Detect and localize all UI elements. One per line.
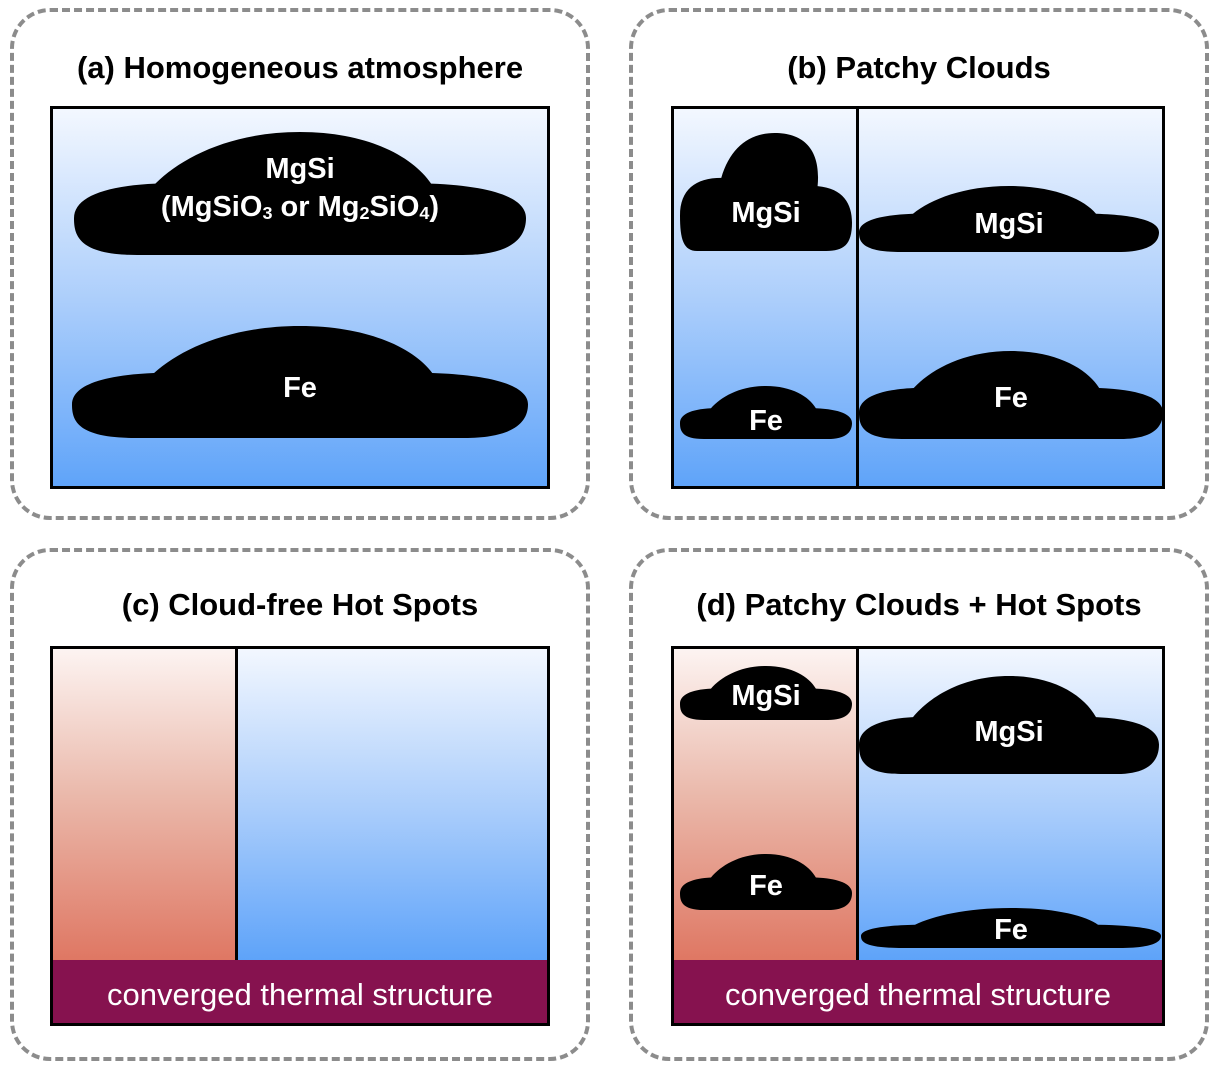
fe-cloud-left-label: Fe <box>749 870 783 902</box>
mgsi-cloud-right: MgSi <box>859 186 1159 252</box>
formula-open: ( <box>160 191 171 223</box>
mgsi-cloud-left-label: MgSi <box>731 680 801 712</box>
panel-c-sky <box>236 646 550 960</box>
panel-b-title: (b) Patchy Clouds <box>787 50 1051 85</box>
fe-cloud-right-label: Fe <box>994 382 1028 414</box>
fe-cloud: Fe <box>72 326 528 438</box>
panel-d-box: MgSi Fe MgSi Fe converged thermal struct… <box>671 646 1165 1026</box>
mgsi-cloud-right-label: MgSi <box>974 716 1044 748</box>
panel-d-frame <box>629 548 1209 1061</box>
thermal-structure-bar: converged thermal structure <box>671 960 1165 1026</box>
panel-c-box: converged thermal structure <box>50 646 550 1026</box>
formula-mg-subscript: 2 <box>359 203 370 224</box>
mgsi-cloud-left-label: MgSi <box>731 197 801 229</box>
panel-c-frame <box>10 548 590 1061</box>
panel-a-title: (a) Homogeneous atmosphere <box>76 50 524 85</box>
fe-cloud-left-label: Fe <box>749 405 783 437</box>
panel-c-title: (c) Cloud-free Hot Spots <box>121 587 479 622</box>
formula-sio-subscript: 4 <box>419 203 430 224</box>
panel-b-frame <box>629 8 1209 520</box>
mgsi-cloud-label: MgSi <box>265 153 335 185</box>
mgsi-cloud-left: MgSi <box>680 666 852 720</box>
cloud-icon <box>680 133 852 251</box>
formula-mgsio: MgSiO <box>170 191 263 223</box>
fe-cloud-right: Fe <box>861 908 1161 948</box>
formula-sio: SiO <box>369 191 420 223</box>
mgsi-cloud: MgSi (MgSiO3 or Mg2SiO4) <box>74 132 526 255</box>
panel-a-frame <box>10 8 590 520</box>
mgsi-cloud-right: MgSi <box>859 676 1159 774</box>
fe-cloud-right-label: Fe <box>994 914 1028 946</box>
formula-mg: Mg <box>317 191 360 223</box>
mgsi-cloud-left: MgSi <box>680 133 852 251</box>
mgsi-formula-label: (MgSiO3 or Mg2SiO4) <box>74 190 526 225</box>
fe-cloud-label: Fe <box>283 372 317 404</box>
panel-a-box: MgSi (MgSiO3 or Mg2SiO4) Fe <box>50 106 550 489</box>
column-divider <box>235 646 238 960</box>
fe-cloud-left: Fe <box>680 854 852 910</box>
mgsi-cloud-right-label: MgSi <box>974 208 1044 240</box>
column-divider <box>856 106 859 489</box>
fe-cloud-right: Fe <box>859 351 1163 439</box>
formula-o-subscript: 3 <box>262 203 273 224</box>
thermal-structure-bar: converged thermal structure <box>50 960 550 1026</box>
panel-b-box: MgSi Fe MgSi Fe <box>671 106 1165 489</box>
panel-d-title: (d) Patchy Clouds + Hot Spots <box>696 587 1142 622</box>
formula-close: ) <box>429 191 440 223</box>
fe-cloud-left: Fe <box>680 386 852 439</box>
hot-spot-column <box>50 646 236 960</box>
formula-or: or <box>272 191 318 223</box>
column-divider <box>856 646 859 960</box>
